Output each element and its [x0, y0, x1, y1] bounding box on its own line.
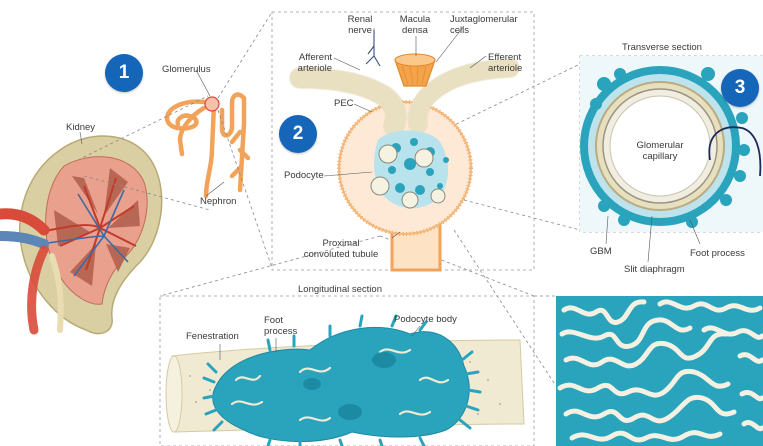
juxtaglomerular-cells-label: Juxtaglomerular cells — [450, 14, 518, 36]
badge-1: 1 — [105, 54, 143, 92]
foot-process-label-transverse: Foot process — [690, 248, 745, 259]
kidney-label: Kidney — [66, 122, 95, 133]
badge-2: 2 — [279, 115, 317, 153]
renal-nerve-label: Renal nerve — [340, 14, 380, 36]
afferent-arteriole-label: Afferent arteriole — [280, 52, 332, 74]
podocyte-body-label: Podocyte body — [394, 314, 457, 325]
slit-diaphragm-label: Slit diaphragm — [624, 264, 685, 275]
transverse-section-title: Transverse section — [622, 42, 702, 53]
longitudinal-section-title: Longitudinal section — [298, 284, 382, 295]
glomerular-capillary-label: Glomerular capillary — [630, 140, 690, 162]
efferent-arteriole-label: Efferent arteriole — [488, 52, 522, 74]
fenestration-label: Fenestration — [186, 331, 239, 342]
podocyte-label: Podocyte — [284, 170, 324, 181]
gbm-label: GBM — [590, 246, 612, 257]
proximal-tubule-label: Proximal convoluted tubule — [296, 238, 386, 260]
pec-label: PEC — [334, 98, 354, 109]
glomerulus-label: Glomerulus — [162, 64, 211, 75]
macula-densa-label: Macula densa — [394, 14, 436, 36]
slit-diaphragm-texture — [556, 296, 763, 446]
foot-process-label-longitudinal: Foot process — [264, 315, 297, 337]
nephron-label: Nephron — [200, 196, 236, 207]
badge-3: 3 — [721, 69, 759, 107]
kidney-illustration — [0, 136, 162, 334]
glomerulus-marker — [205, 97, 219, 111]
